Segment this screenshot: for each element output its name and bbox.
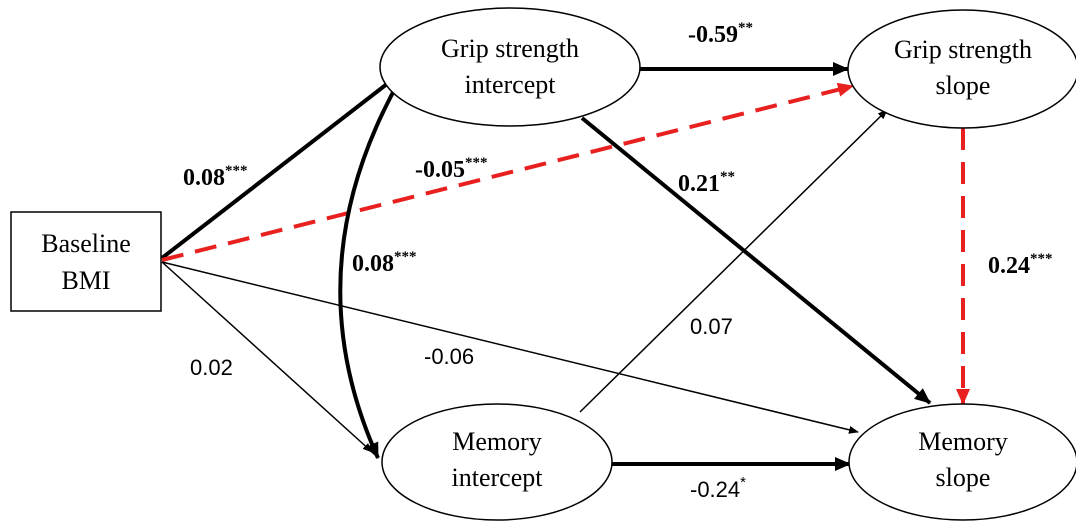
label-bmi-grip-slope: -0.05*** bbox=[415, 155, 488, 183]
edge-grip-intercept-memory-slope bbox=[580, 116, 932, 405]
edge-grip-memory-covariance bbox=[338, 75, 404, 459]
edge-bmi-grip-slope bbox=[161, 82, 854, 262]
node-baseline-bmi: Baseline BMI bbox=[10, 211, 162, 312]
node-grip-intercept: Grip strength intercept bbox=[379, 7, 641, 127]
label-memory-intercept-grip-slope: 0.07 bbox=[690, 314, 733, 339]
node-label: BMI bbox=[61, 266, 110, 295]
edge-bmi-memory-slope bbox=[161, 261, 859, 434]
label-bmi-memory-slope: -0.06 bbox=[424, 344, 474, 369]
node-label: Memory bbox=[918, 427, 1008, 456]
label-grip-intercept-grip-slope: -0.59** bbox=[688, 20, 753, 48]
node-memory-intercept: Memory intercept bbox=[381, 403, 613, 521]
node-memory-slope: Memory slope bbox=[848, 403, 1076, 521]
label-grip-memory-covariance: 0.08*** bbox=[352, 249, 417, 277]
node-label: Memory bbox=[452, 427, 542, 456]
node-label: slope bbox=[936, 463, 991, 492]
node-label: Grip strength bbox=[894, 35, 1032, 64]
label-bmi-memory-intercept: 0.02 bbox=[190, 355, 233, 380]
node-label: intercept bbox=[465, 70, 557, 99]
node-label: Baseline bbox=[41, 229, 131, 258]
node-grip-slope: Grip strength slope bbox=[847, 9, 1076, 129]
node-label: slope bbox=[936, 71, 991, 100]
label-grip-slope-memory-slope: 0.24*** bbox=[988, 251, 1053, 279]
label-bmi-grip-intercept: 0.08*** bbox=[183, 163, 248, 191]
node-label: intercept bbox=[452, 463, 544, 492]
node-label: Grip strength bbox=[441, 34, 579, 63]
edge-bmi-grip-intercept bbox=[160, 68, 407, 260]
label-grip-intercept-memory-slope: 0.21** bbox=[678, 169, 735, 197]
edge-bmi-memory-intercept bbox=[161, 261, 373, 453]
edge-memory-intercept-grip-slope bbox=[579, 109, 888, 413]
label-memory-intercept-memory-slope: -0.24* bbox=[690, 474, 746, 502]
